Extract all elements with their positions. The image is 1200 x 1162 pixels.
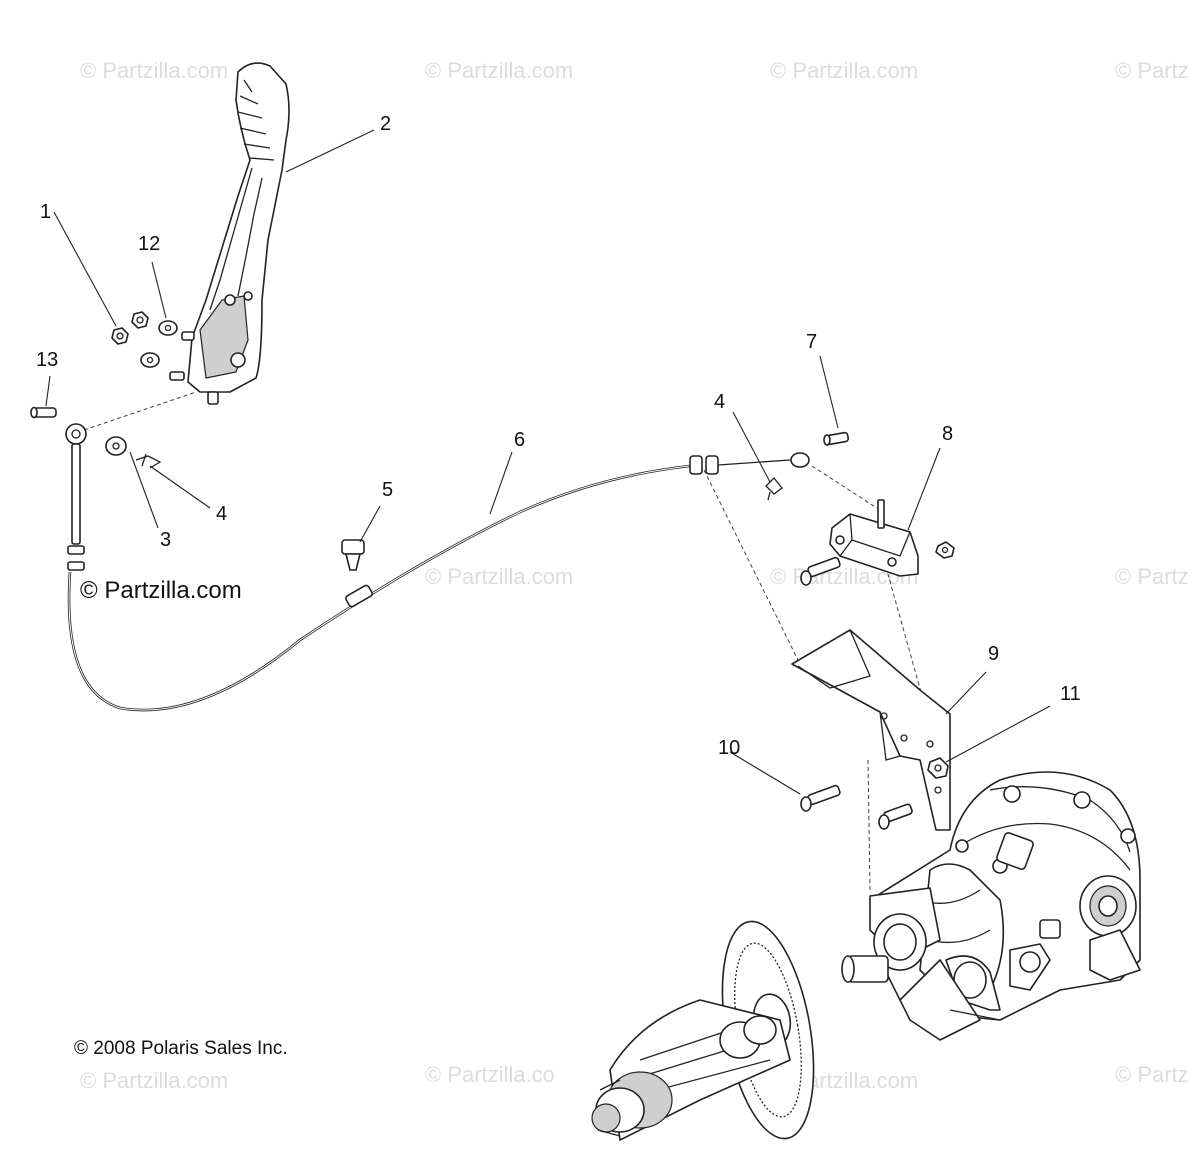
nut-part-1 [111, 311, 149, 345]
callouts: 1 2 3 4 4 5 6 7 8 9 10 11 12 13 [36, 113, 1081, 759]
brake-cable-part-6 [65, 423, 810, 712]
leader-lines [45, 129, 1051, 795]
watermark: © Partz [1115, 58, 1189, 83]
washer-part-3 [105, 436, 127, 456]
bolt-part-10 [800, 784, 913, 830]
nut-part-11 [927, 757, 949, 779]
callout-13: 13 [36, 349, 58, 371]
watermark: © Partzilla.com [770, 58, 918, 83]
callout-7: 7 [806, 331, 817, 353]
watermark: © Partzilla.co [425, 1062, 555, 1087]
copyright-text: © 2008 Polaris Sales Inc. [74, 1038, 288, 1059]
guide-line [811, 465, 881, 511]
watermark: © Partzilla.com [425, 564, 573, 589]
watermark: © Partz [1115, 1062, 1189, 1087]
callout-9: 9 [988, 643, 999, 665]
washer-part-12 [140, 320, 178, 368]
caliper-part-8 [800, 499, 955, 586]
callout-10: 10 [718, 737, 740, 759]
callout-2: 2 [380, 113, 391, 135]
callout-1: 1 [40, 201, 51, 223]
callout-4: 4 [714, 391, 725, 413]
guide-line [83, 391, 197, 431]
gearcase-assembly [841, 771, 1141, 1041]
main-watermark: © Partzilla.com [80, 577, 242, 604]
watermark: © Partzilla.com [425, 58, 573, 83]
guide-line [703, 469, 799, 661]
retainer-part-5 [341, 539, 365, 571]
guide-line [867, 759, 871, 891]
clip-part-4-left [135, 453, 162, 469]
callout-4: 4 [216, 503, 227, 525]
watermark: © Partz [1115, 564, 1189, 589]
pin-part-13 [30, 406, 57, 419]
callout-12: 12 [138, 233, 160, 255]
brake-disc-and-shaft [591, 920, 815, 1141]
callout-6: 6 [514, 429, 525, 451]
callout-11: 11 [1060, 683, 1081, 705]
bracket-part-9 [791, 629, 951, 831]
watermark-layer: © Partzilla.com © Partzilla.com © Partzi… [80, 58, 1189, 1093]
watermark: © Partzilla.com [80, 1068, 228, 1093]
clip-part-4-right [765, 477, 783, 501]
pin-part-7 [823, 431, 850, 446]
callout-5: 5 [382, 479, 393, 501]
brake-lever-part-2 [169, 62, 290, 405]
callout-8: 8 [942, 423, 953, 445]
watermark: © Partzilla.com [80, 58, 228, 83]
callout-3: 3 [160, 529, 171, 551]
